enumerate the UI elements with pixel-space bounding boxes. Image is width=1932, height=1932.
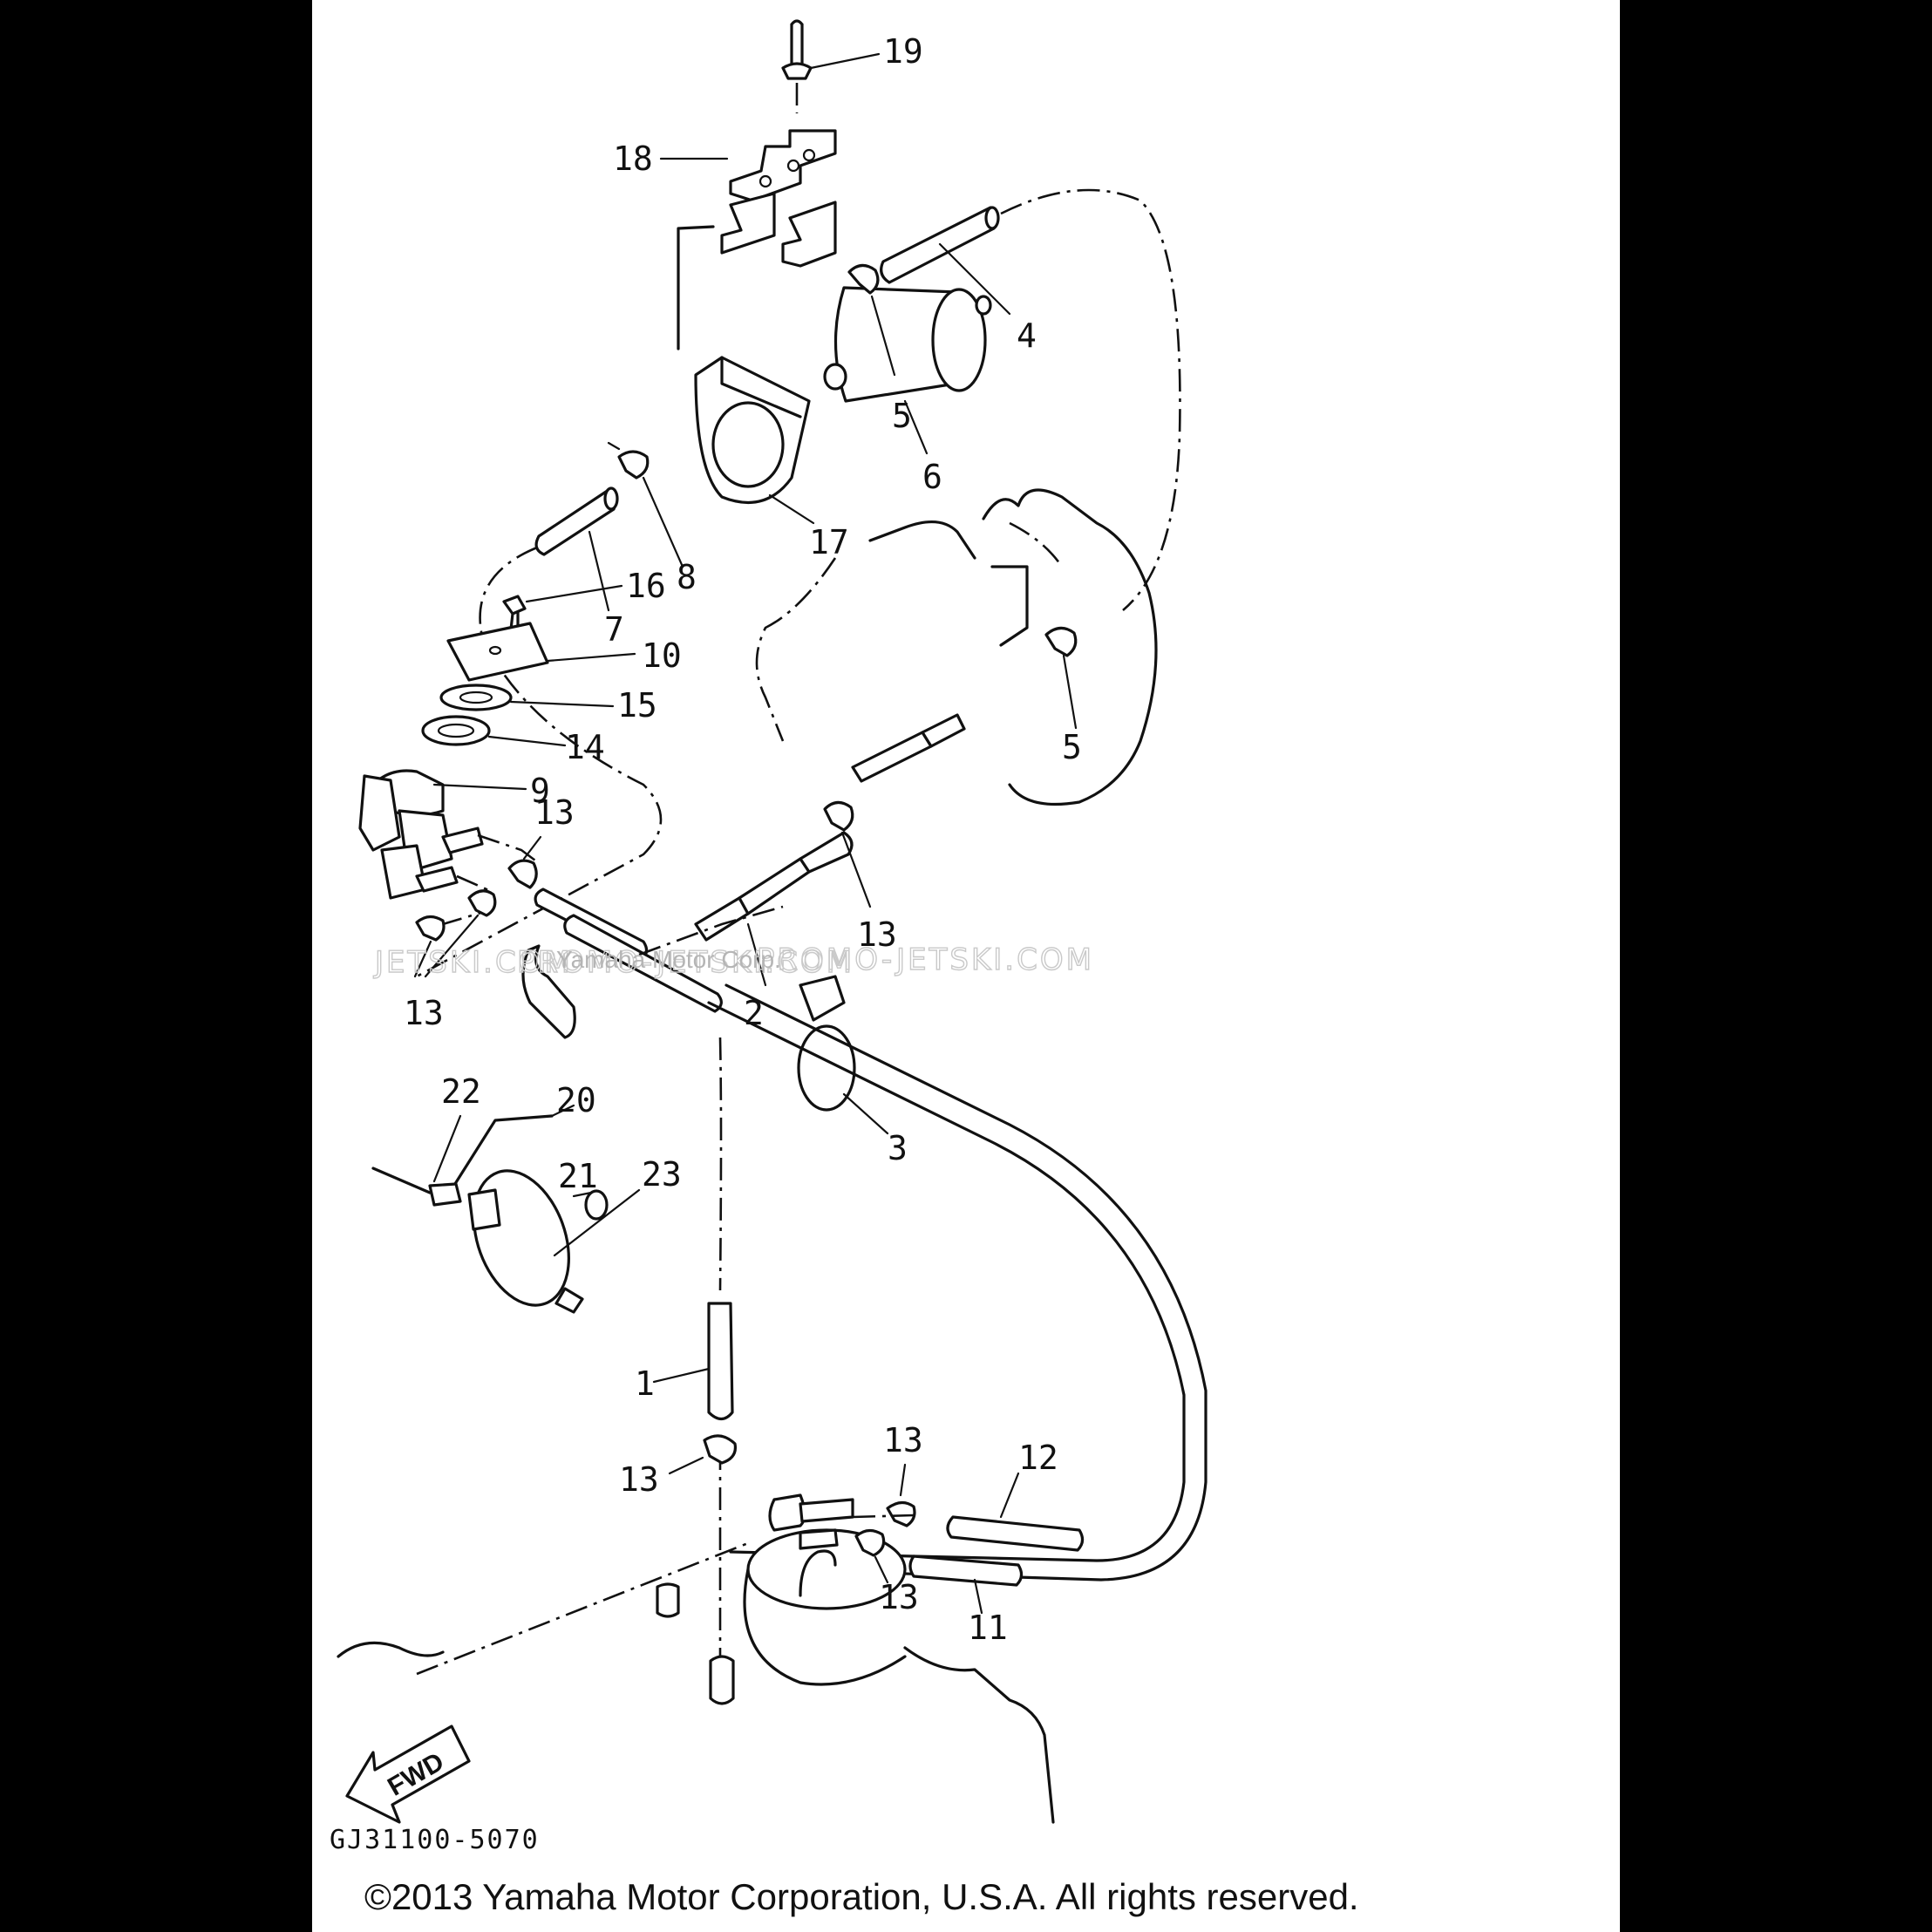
callout-labels: 19 18 4 5 6 17 8 7 16 10 15 14 9 13 13 5… [404,32,1082,1647]
callout-17: 17 [809,523,849,561]
part-5-clip-upper [847,263,896,377]
part-13-clip-tank-lower [854,1528,889,1584]
fwd-arrow: FWD [345,1725,471,1824]
part-23-band [467,1169,641,1314]
callout-16: 16 [626,567,666,605]
callout-7: 7 [604,610,624,649]
part-9-fuel-cock [358,769,540,926]
watermark-middle: PROMO-JETSKI.COM [517,945,854,980]
diagram-sheet: FWD 19 18 4 5 6 17 8 7 16 10 15 14 9 13 … [312,0,1620,1932]
callout-13-tank-upper: 13 [883,1421,923,1459]
callout-14: 14 [565,728,605,766]
callout-19: 19 [883,32,923,71]
part-4-hose [880,188,1181,611]
part-21-grommet [572,1189,609,1221]
callout-13-right: 13 [857,915,897,954]
callout-13-lower-left: 13 [404,994,444,1032]
part-13-clip-right [823,800,872,908]
callout-5-right: 5 [1062,728,1082,766]
part-20-band-assembly [441,1104,575,1205]
callout-12: 12 [1018,1439,1058,1477]
part-13-clip-lower-left [413,889,497,978]
diagram-code: GJ31100-5070 [330,1825,540,1855]
part-8-clip [607,441,684,568]
breather-hose-loop [707,983,1208,1582]
part-22-pin [371,1114,462,1207]
callout-8: 8 [677,558,697,596]
copyright-notice: ©2013 Yamaha Motor Corporation, U.S.A. A… [364,1876,1359,1917]
watermark-right: PROMO-JETSKI.COM [757,942,1094,977]
callout-23: 23 [642,1155,682,1194]
part-15-washer [439,684,615,711]
part-3-clamp [797,975,889,1135]
tank-fittings [768,1493,854,1550]
callout-11: 11 [968,1609,1008,1647]
callout-2: 2 [744,994,764,1032]
callout-15: 15 [617,686,657,724]
part-7-hose [416,486,663,978]
part-13-clip-tank-upper [886,1463,916,1527]
watermark-overlay: Yamaha Motor Corp. [556,946,781,973]
part-19-pin [781,19,881,113]
callout-6: 6 [922,458,942,496]
part-16-bolt [502,584,623,631]
part-13-clip-upper-left [507,835,542,889]
callout-21: 21 [558,1157,598,1195]
part-17-filter-holder [694,356,815,525]
callout-10: 10 [642,636,682,675]
callout-18: 18 [613,139,653,178]
callout-4: 4 [1017,316,1037,355]
part-13-clip-tank-left [668,1434,738,1475]
part-1-vent-hose [652,1037,735,1705]
callout-13-tank-left: 13 [619,1460,659,1499]
hose-left-upper [521,888,784,1039]
fuel-system-parts-diagram: FWD 19 18 4 5 6 17 8 7 16 10 15 14 9 13 … [330,19,1359,1917]
part-12-hose [946,1472,1085,1552]
engine-outline [755,488,1158,806]
callout-20: 20 [556,1081,596,1119]
watermark-left: JETSKI.COM [373,945,573,980]
part-5-clip-right [1044,626,1078,730]
part-18-bracket [659,129,837,350]
callout-22: 22 [441,1072,481,1111]
callout-5-upper: 5 [892,397,912,435]
callout-13-tank-lower: 13 [879,1578,919,1616]
callout-1: 1 [635,1364,655,1403]
callout-9: 9 [530,772,550,810]
callout-13-upper-left: 13 [534,793,575,832]
callout-3: 3 [888,1129,908,1167]
part-11-hose [852,1514,1024,1615]
watermarks: JETSKI.COM PROMO-JETSKI.COM PROMO-JETSKI… [372,942,1094,980]
part-14-nut [421,715,567,747]
part-2-fitting [694,713,966,987]
part-10-cap [446,622,636,682]
part-6-fuel-filter [823,286,992,455]
